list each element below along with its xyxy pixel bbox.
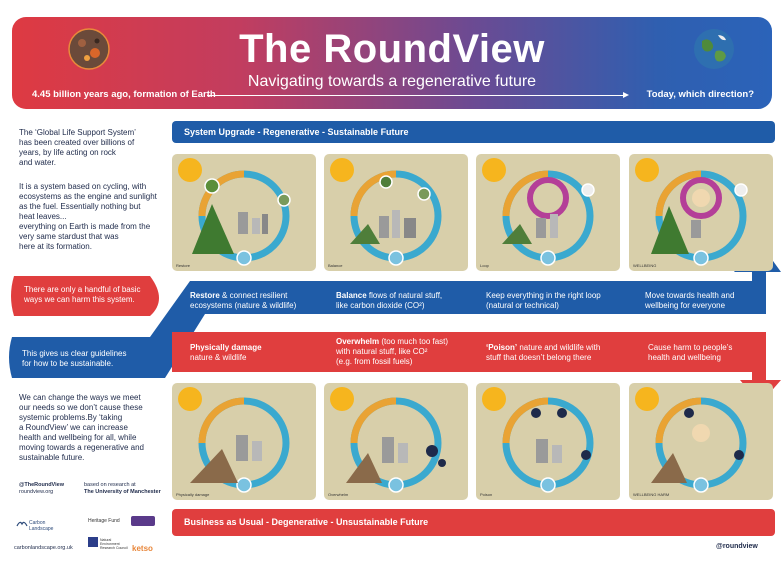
harm-step-health: Cause harm to people’s health and wellbe… <box>648 343 733 362</box>
based-on-label: based on research at <box>84 482 136 488</box>
cycle-loop-illustration <box>482 158 595 266</box>
cycle-poison-illustration <box>482 387 594 493</box>
guidelines-callout-text: This gives us clear guidelines for how t… <box>22 349 127 368</box>
page-title: The RoundView <box>239 27 545 71</box>
partner-logo-purple <box>131 516 155 526</box>
timeline-end-caption: Today, which direction? <box>646 89 754 100</box>
harm-callout-shape <box>11 276 159 316</box>
panel-overwhelm: Overwhelm <box>324 383 468 500</box>
carbon-landscape-logo: Carbon Landscape <box>16 517 64 532</box>
panel-loop: Loop <box>476 154 620 271</box>
timeline-arrow <box>207 92 629 98</box>
upgrade-step-balance: Balance flows of natural stuff, like car… <box>336 291 443 310</box>
harm-step-overwhelm: Overwhelm (too much too fast) with natur… <box>336 337 449 366</box>
cycle-balance-illustration <box>330 158 442 266</box>
carbon-landscape-link[interactable]: carbonlandscape.org.uk <box>14 545 73 551</box>
intro-paragraph-2: It is a system based on cycling, with ec… <box>19 182 157 251</box>
timeline-start-caption: 4.45 billion years ago, formation of Ear… <box>32 89 216 100</box>
cycle-overwhelm-illustration <box>330 387 446 493</box>
ketso-logo: ketso <box>132 544 153 553</box>
university-name: The University of Manchester <box>84 489 161 495</box>
closing-paragraph: We can change the ways we meet our needs… <box>19 393 144 462</box>
cycle-restore-illustration <box>178 158 291 266</box>
upgrade-ribbon <box>9 243 781 378</box>
business-as-usual-bar: Business as Usual - Degenerative - Unsus… <box>172 509 775 536</box>
intro-paragraph-1: The ‘Global Life Support System’ has bee… <box>19 128 136 167</box>
bird-icon <box>16 521 28 527</box>
heritage-fund-logo: Heritage Fund <box>88 518 120 524</box>
cycle-health-harm-illustration <box>635 387 747 493</box>
roundview-brand: @roundview <box>716 543 758 550</box>
panel-health-harm: WELLBEING HARM <box>629 383 773 500</box>
header-banner: The RoundView Navigating towards a regen… <box>12 17 772 109</box>
cycle-wellbeing-illustration <box>635 158 748 266</box>
early-earth-icon <box>68 28 110 70</box>
harm-ribbon <box>172 332 781 404</box>
twitter-handle[interactable]: @TheRoundView <box>19 482 64 488</box>
panel-balance: Balance <box>324 154 468 271</box>
panel-restore: Restore <box>172 154 316 271</box>
harm-step-damage: Physically damage nature & wildlife <box>190 343 262 362</box>
page-subtitle: Navigating towards a regenerative future <box>247 73 537 90</box>
harm-callout-text: There are only a handful of basic ways w… <box>24 285 141 304</box>
upgrade-step-restore: Restore & connect resilient ecosystems (… <box>190 291 297 310</box>
harm-step-poison: ‘Poison’ nature and wildlife with stuff … <box>486 343 601 362</box>
upgrade-step-loop: Keep everything in the right loop (natur… <box>486 291 601 310</box>
cycle-damage-illustration <box>178 387 290 493</box>
panel-damage: Physically damage <box>172 383 316 500</box>
panel-poison: Poison <box>476 383 620 500</box>
upgrade-bar: System Upgrade - Regenerative - Sustaina… <box>172 121 775 143</box>
modern-earth-icon <box>694 29 734 69</box>
roundview-site-link[interactable]: roundview.org <box>19 489 54 495</box>
nerc-logo: Natural Environment Research Council <box>88 537 128 550</box>
upgrade-step-wellbeing: Move towards health and wellbeing for ev… <box>645 291 735 310</box>
panel-wellbeing: WELLBEING <box>629 154 773 271</box>
